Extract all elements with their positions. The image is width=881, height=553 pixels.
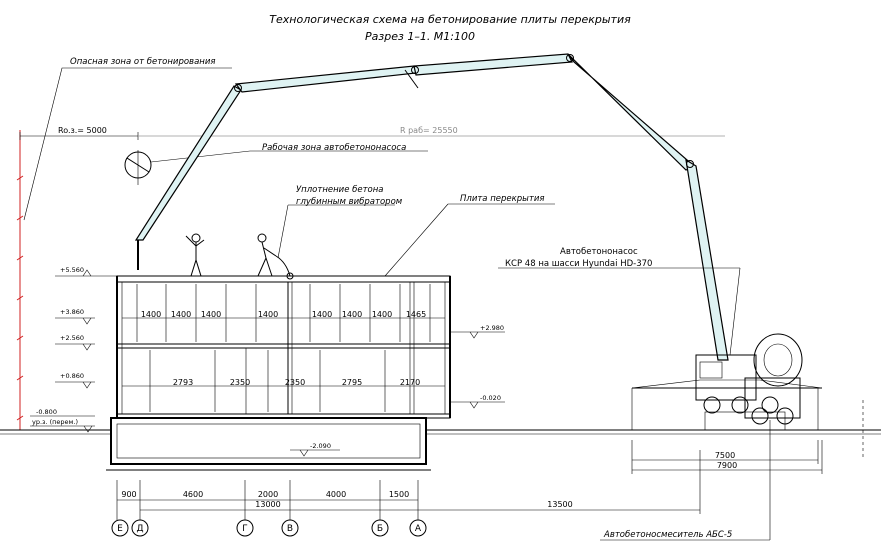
- axis-label-4: В: [287, 524, 293, 534]
- dim-total: 13500: [547, 500, 572, 509]
- shoring-props: [136, 284, 431, 412]
- truck-dim-outer: 7900: [717, 461, 737, 470]
- elevation-right-low: -0.020: [480, 394, 501, 402]
- compaction-callout: Уплотнение бетона глубинным вибратором: [277, 185, 403, 259]
- mixer-label: Автобетоносмеситель АБС-5: [603, 530, 732, 540]
- worker-figure-left: [185, 233, 205, 277]
- diagram-title-line2: Разрез 1–1. М1:100: [365, 30, 475, 43]
- upper-span-7: 1400: [372, 310, 392, 319]
- pump-label-line1: Автобетононасос: [560, 247, 638, 257]
- dim-chain-4: 4000: [326, 490, 346, 499]
- r-work-label: R раб= 25550: [400, 126, 458, 135]
- upper-span-2: 1400: [171, 310, 191, 319]
- dim-chain-5: 1500: [389, 490, 409, 499]
- upper-span-6: 1400: [342, 310, 362, 319]
- lower-span-4: 2795: [342, 378, 362, 387]
- diagram-title-line1: Технологическая схема на бетонирование п…: [269, 13, 631, 26]
- upper-span-5: 1400: [312, 310, 332, 319]
- work-zone-symbol: Рабочая зона автобетононасоса: [124, 143, 428, 185]
- pump-boom: [134, 53, 729, 361]
- dim-chain-3: 2000: [258, 490, 278, 499]
- danger-zone-label: Опасная зона от бетонирования: [70, 57, 215, 67]
- compaction-label-line2: глубинным вибратором: [296, 197, 403, 207]
- truck-dim-inner: 7500: [715, 451, 735, 460]
- upper-span-8: 1465: [406, 310, 426, 319]
- elevation-lower-plus: +0.860: [60, 372, 84, 380]
- axis-markers: Е Д Г В Б А: [111, 519, 427, 537]
- dim-chain-2: 4600: [183, 490, 203, 499]
- mixer-truck: [744, 333, 803, 425]
- slab-callout: Плита перекрытия: [384, 194, 555, 277]
- lower-span-labels: 2793 2350 2350 2795 2170: [122, 378, 445, 387]
- pump-label-line2: КСР 48 на шасси Hyundai HD-370: [505, 259, 652, 269]
- basement: [106, 417, 431, 471]
- lower-span-5: 2170: [400, 378, 420, 387]
- slab-label: Плита перекрытия: [460, 194, 544, 204]
- elevation-marks-left: +5.560 +3.860 +2.560 +0.860 -0.800 ур.з.…: [30, 266, 117, 433]
- r-work-dimension: R раб= 25550: [138, 126, 725, 137]
- mixer-callout: Автобетоносмеситель АБС-5: [600, 420, 771, 541]
- axis-label-1: Е: [117, 524, 123, 534]
- ground-level-caption: ур.з. (перем.): [32, 418, 78, 426]
- elevation-mid-slab: +2.560: [60, 334, 84, 342]
- lower-span-2: 2350: [230, 378, 250, 387]
- pump-callout: Автобетононасос КСР 48 на шасси Hyundai …: [498, 247, 741, 356]
- elevation-ground: -0.800: [36, 408, 57, 416]
- axis-label-5: Б: [377, 524, 383, 534]
- dim-sub-total: 13000: [255, 500, 280, 509]
- ground-line: [0, 400, 881, 460]
- elevation-top-slab: +5.560: [60, 266, 84, 274]
- pump-truck: [631, 354, 823, 431]
- truck-dimensions: 7500 7900: [631, 440, 823, 474]
- bottom-dimension-chain: 900 4600 2000 4000 1500 13000 13500: [116, 450, 701, 520]
- axis-label-3: Г: [242, 524, 248, 534]
- elevation-right-mid: +2.980: [480, 324, 504, 332]
- upper-span-1: 1400: [141, 310, 161, 319]
- lower-span-3: 2350: [285, 378, 305, 387]
- axis-label-2: Д: [136, 524, 143, 534]
- work-zone-label: Рабочая зона автобетононасоса: [262, 143, 406, 153]
- elevation-marks-right: +2.980 -0.020 -2.090: [290, 324, 505, 457]
- axis-label-6: А: [415, 524, 422, 534]
- elevation-upper-plus: +3.860: [60, 308, 84, 316]
- upper-span-labels: 1400 1400 1400 1400 1400 1400 1400 1465: [122, 310, 445, 319]
- lower-span-1: 2793: [173, 378, 193, 387]
- upper-span-4: 1400: [258, 310, 278, 319]
- upper-span-3: 1400: [201, 310, 221, 319]
- ro-zone-dimension: Ro.з.= 5000: [19, 126, 139, 140]
- danger-zone-boundary: [16, 130, 24, 430]
- elevation-basement: -2.090: [310, 442, 331, 450]
- compaction-label-line1: Уплотнение бетона: [296, 185, 384, 195]
- danger-zone-callout: Опасная зона от бетонирования: [23, 57, 232, 221]
- dim-chain-1: 900: [121, 490, 136, 499]
- worker-figure-vibrator: [257, 233, 294, 280]
- ro-zone-label: Ro.з.= 5000: [58, 126, 107, 135]
